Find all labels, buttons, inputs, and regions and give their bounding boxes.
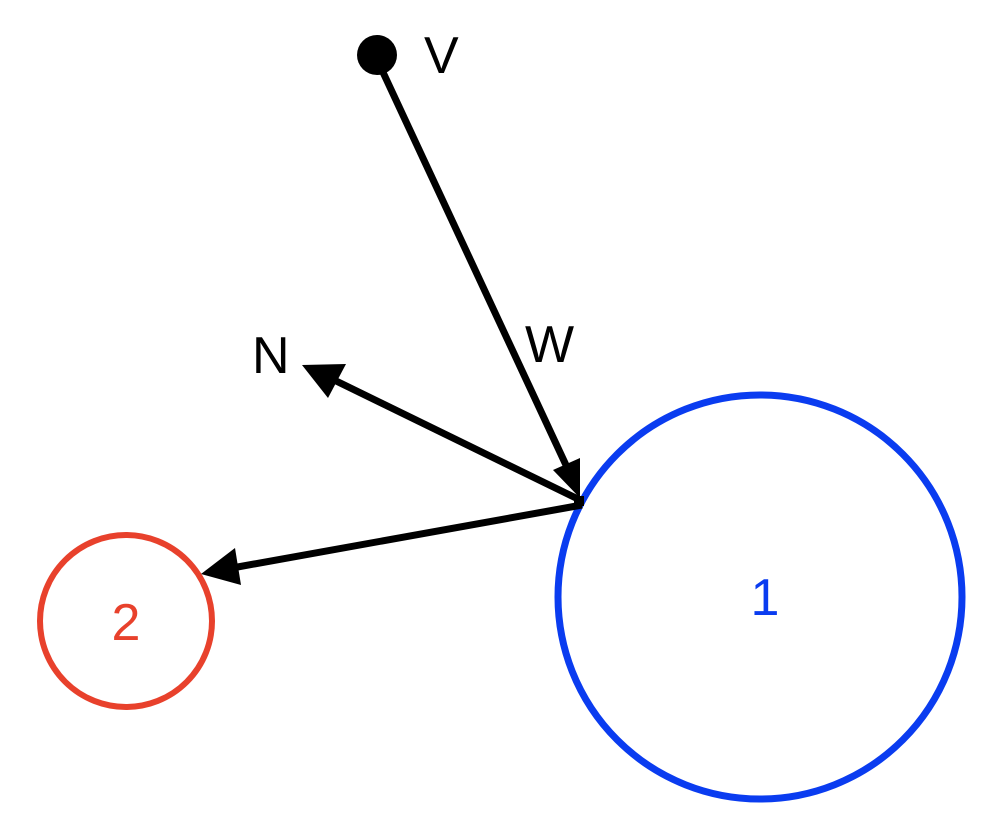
vector-w: W — [377, 66, 580, 498]
vector-to-circle-2-arrowhead — [201, 548, 241, 585]
circle-1: 1 — [554, 391, 966, 803]
vector-to-circle-2 — [201, 501, 583, 585]
contact-point — [574, 496, 584, 506]
vector-n: N — [252, 327, 582, 504]
point-v-dot — [357, 35, 397, 75]
point-v-label: V — [424, 27, 459, 85]
circle-2: 2 — [37, 532, 215, 710]
circle-1-label: 1 — [751, 569, 780, 627]
circle-2-label: 2 — [112, 594, 141, 652]
vector-n-arrowhead — [302, 364, 346, 398]
vector-n-label: N — [252, 327, 290, 385]
vector-w-label: W — [525, 316, 574, 374]
vector-w-arrowhead — [553, 458, 580, 498]
vector-w-shaft — [377, 66, 576, 480]
circle-1-outline — [554, 391, 966, 803]
vector-n-shaft — [328, 374, 582, 504]
circle-2-outline — [37, 532, 215, 710]
point-v: V — [357, 27, 459, 85]
vector-to-circle-2-shaft — [231, 501, 583, 572]
